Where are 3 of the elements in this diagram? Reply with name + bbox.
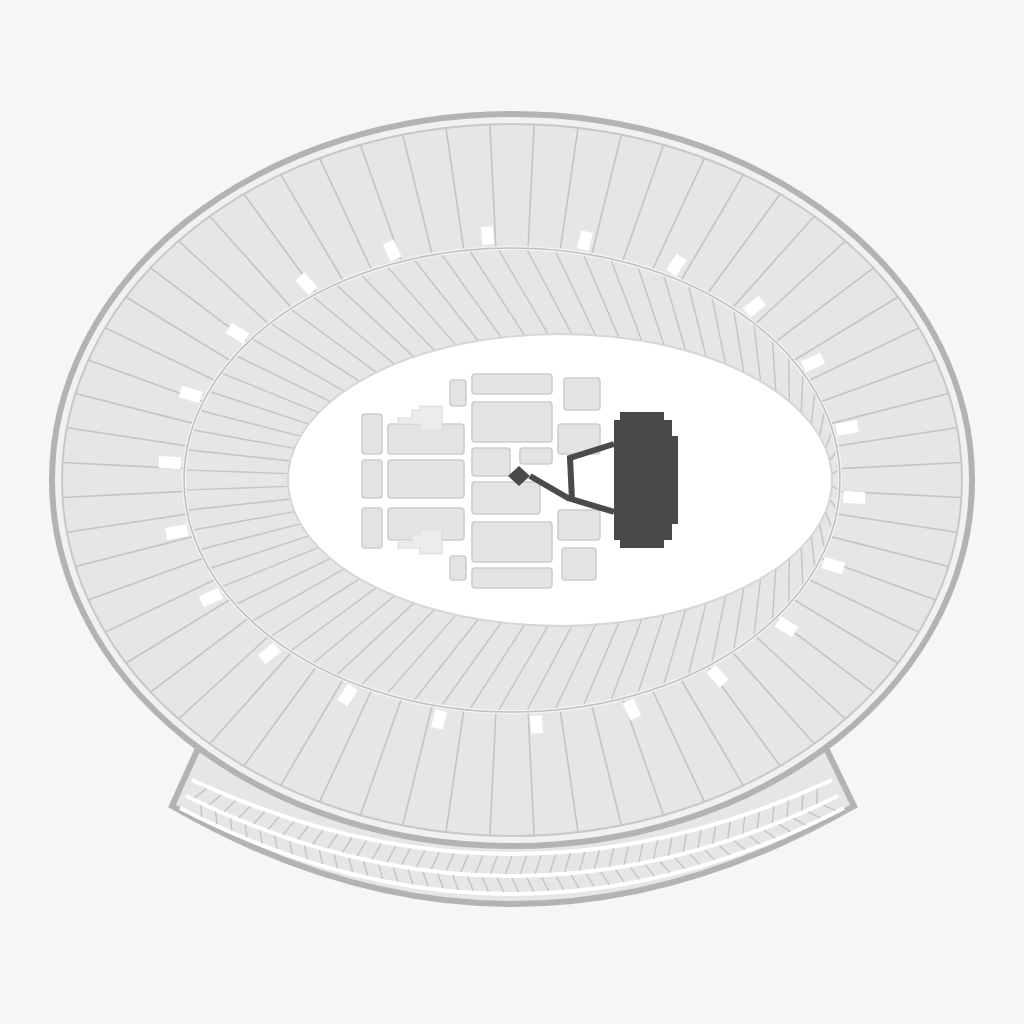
catwalk-line <box>528 473 615 515</box>
diamond-platform <box>508 466 530 486</box>
stage-block <box>614 412 678 548</box>
